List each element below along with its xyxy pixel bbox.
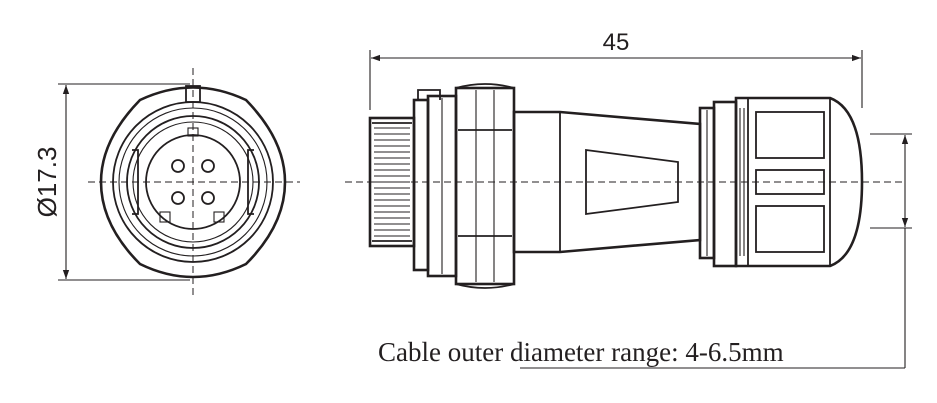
front-key-tab — [185, 85, 201, 103]
cable-range-note: Cable outer diameter range: 4-6.5mm — [378, 337, 784, 367]
hex-nut — [454, 83, 516, 289]
pin-2 — [201, 159, 215, 173]
pin-1 — [171, 159, 185, 173]
front-left-notch — [132, 149, 139, 215]
front-flange — [412, 98, 430, 272]
front-ring-3 — [126, 115, 260, 249]
diameter-label: Ø17.3 — [32, 147, 62, 218]
threaded-barrel — [368, 116, 416, 248]
grip-window — [585, 148, 679, 216]
side-view: 45 — [345, 29, 912, 369]
pin-4 — [201, 191, 215, 205]
length-label: 45 — [603, 29, 630, 56]
pin-3 — [171, 191, 185, 205]
front-insert — [145, 134, 241, 230]
front-view: Ø17.3 — [32, 68, 300, 296]
front-ring-4 — [132, 121, 254, 243]
front-right-notch — [247, 149, 254, 215]
front-bottom-tab-left — [159, 211, 171, 223]
cable-gland — [712, 96, 864, 268]
front-bottom-tab-right — [213, 211, 225, 223]
tapered-body — [512, 110, 702, 254]
front-ring-2 — [118, 107, 268, 257]
front-key-slot — [187, 127, 199, 137]
front-outer-rim — [99, 86, 287, 279]
